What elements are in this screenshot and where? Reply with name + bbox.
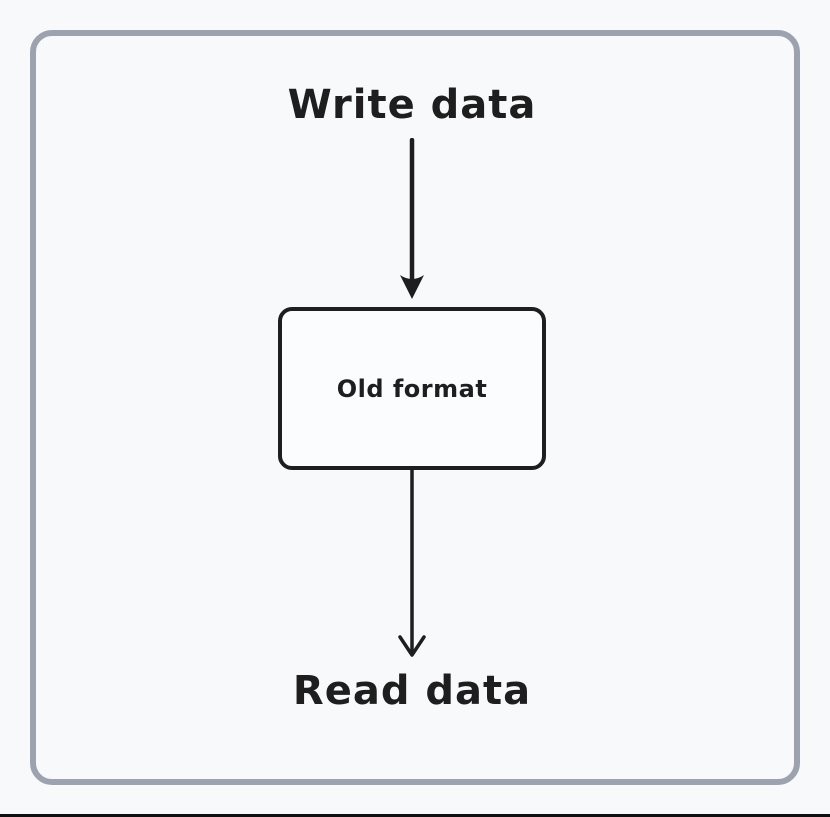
old-format-node: Old format bbox=[278, 307, 546, 470]
read-data-label: Read data bbox=[292, 668, 532, 714]
arrow-down-top-icon bbox=[400, 138, 424, 299]
old-format-label: Old format bbox=[336, 374, 488, 403]
arrow-down-bottom-icon bbox=[398, 468, 426, 657]
write-data-label: Write data bbox=[287, 82, 537, 128]
bottom-edge-bar bbox=[0, 814, 830, 817]
diagram-frame bbox=[30, 30, 800, 785]
